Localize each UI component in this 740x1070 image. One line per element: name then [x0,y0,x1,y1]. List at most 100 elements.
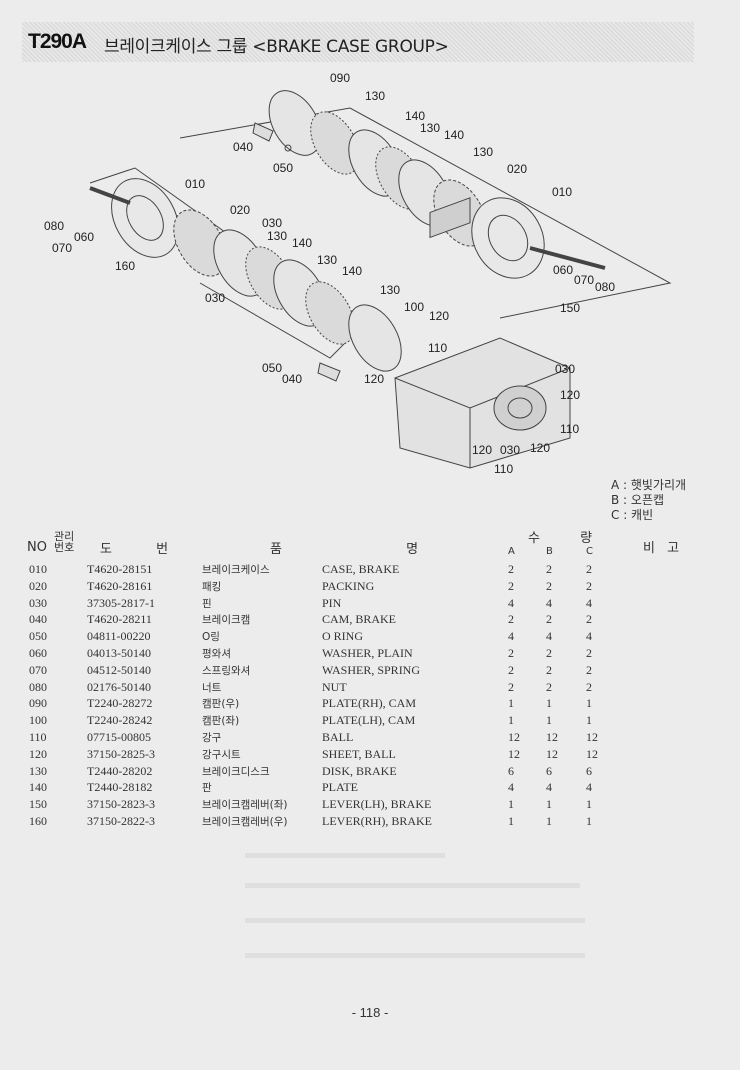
cell-english-name: O RING [322,629,363,644]
cell-qty-a: 1 [508,813,514,828]
table-row: 160 37150-2822-3 브레이크캠레버(우) LEVER(RH), B… [0,814,740,831]
callout-130: 130 [420,121,440,135]
header-mgmt-no: 관리번호 [54,530,75,554]
table-row: 010 T4620-28151 브레이크케이스 CASE, BRAKE 2 2 … [0,562,740,579]
cell-qty-c: 2 [586,645,592,660]
page-header: T290A 브레이크케이스 그룹 <BRAKE CASE GROUP> [22,22,694,62]
cell-part-no: 37150-2822-3 [87,813,155,828]
cell-no: 140 [29,780,47,795]
cell-qty-b: 4 [546,780,552,795]
cell-qty-b: 2 [546,679,552,694]
callout-140: 140 [292,236,312,250]
cell-part-no: 04512-50140 [87,662,151,677]
cell-qty-b: 1 [546,797,552,812]
cell-no: 100 [29,713,47,728]
cell-korean-name: 너트 [202,681,222,694]
cell-qty-c: 4 [586,595,592,610]
callout-080: 080 [595,280,615,294]
callout-150: 150 [560,301,580,315]
cell-english-name: DISK, BRAKE [322,763,397,778]
cell-no: 160 [29,813,47,828]
cell-qty-c: 12 [586,746,598,761]
cell-korean-name: 브레이크캠레버(우) [202,815,288,828]
cell-qty-a: 1 [508,797,514,812]
cell-korean-name: 브레이크캠레버(좌) [202,799,288,812]
callout-090: 090 [330,71,350,85]
callout-120: 120 [560,388,580,402]
cell-korean-name: 캠판(좌) [202,715,240,728]
callout-010: 010 [552,185,572,199]
callout-160: 160 [115,259,135,273]
callout-120: 120 [429,309,449,323]
cell-english-name: PLATE [322,780,358,795]
callout-130: 130 [473,145,493,159]
cell-english-name: NUT [322,679,347,694]
cell-korean-name: 평와셔 [202,647,231,660]
callout-020: 020 [230,203,250,217]
parts-table-header: NO 관리번호 도 번 품 명 수 량 A B C 비 고 [0,525,740,565]
exploded-parts-diagram: 090 130 140 130 140 040 050 130 020 010 … [44,71,672,476]
callout-060: 060 [74,230,94,244]
callout-100: 100 [404,300,424,314]
model-code: T290A [28,30,87,53]
cell-english-name: LEVER(RH), BRAKE [322,813,432,828]
callout-140: 140 [342,264,362,278]
callout-120: 120 [472,443,492,457]
cell-korean-name: 캠판(우) [202,698,240,711]
cell-qty-b: 4 [546,629,552,644]
cell-qty-b: 4 [546,595,552,610]
cell-part-no: 07715-00805 [87,729,151,744]
cell-qty-b: 1 [546,696,552,711]
callout-030: 030 [262,216,282,230]
table-row: 110 07715-00805 강구 BALL 12 12 12 [0,730,740,747]
cell-qty-b: 2 [546,645,552,660]
cell-no: 110 [29,729,47,744]
cell-korean-name: 브레이크케이스 [202,564,270,576]
callout-070: 070 [52,241,72,255]
cell-english-name: CASE, BRAKE [322,562,400,576]
legend-a: A : 햇빛가리개 [611,478,687,492]
cell-qty-a: 2 [508,662,514,677]
cell-korean-name: 브레이크디스크 [202,765,270,778]
cell-qty-c: 4 [586,629,592,644]
table-row: 130 T2440-28202 브레이크디스크 DISK, BRAKE 6 6 … [0,764,740,781]
table-row: 070 04512-50140 스프링와셔 WASHER, SPRING 2 2… [0,663,740,680]
legend-c: C : 캐빈 [611,508,654,522]
callout-120: 120 [364,372,384,386]
table-row: 120 37150-2825-3 강구시트 SHEET, BALL 12 12 … [0,747,740,764]
cell-korean-name: 강구 [202,731,222,744]
cell-qty-a: 12 [508,729,520,744]
cell-qty-b: 2 [546,612,552,627]
cell-english-name: PIN [322,595,342,610]
header-col-b: B [546,546,553,557]
callout-140: 140 [444,128,464,142]
table-row: 050 04811-00220 O링 O RING 4 4 4 [0,629,740,646]
cell-qty-b: 2 [546,662,552,677]
callout-050: 050 [262,361,282,375]
cell-qty-c: 2 [586,562,592,576]
cell-part-no: T2240-28242 [87,713,153,728]
cell-no: 020 [29,578,47,593]
cell-english-name: PACKING [322,578,375,593]
cell-english-name: CAM, BRAKE [322,612,397,627]
header-no: NO [27,540,47,555]
cell-no: 040 [29,612,47,627]
callout-110: 110 [428,341,447,355]
cell-qty-a: 1 [508,696,514,711]
table-row: 060 04013-50140 평와셔 WASHER, PLAIN 2 2 2 [0,646,740,663]
cell-qty-c: 1 [586,696,592,711]
callout-120: 120 [530,441,550,455]
section-title: 브레이크케이스 그룹 <BRAKE CASE GROUP> [104,37,449,57]
callout-080: 080 [44,219,64,233]
cell-qty-b: 1 [546,713,552,728]
cell-qty-c: 2 [586,679,592,694]
cell-english-name: LEVER(LH), BRAKE [322,797,432,812]
scan-artifact [245,883,580,888]
callout-050: 050 [273,161,293,175]
cell-part-no: 37150-2823-3 [87,797,155,812]
table-row: 140 T2440-28182 판 PLATE 4 4 4 [0,780,740,797]
cell-qty-a: 4 [508,780,514,795]
table-row: 020 T4620-28161 패킹 PACKING 2 2 2 [0,579,740,596]
cell-no: 120 [29,746,47,761]
cell-english-name: WASHER, SPRING [322,662,421,677]
